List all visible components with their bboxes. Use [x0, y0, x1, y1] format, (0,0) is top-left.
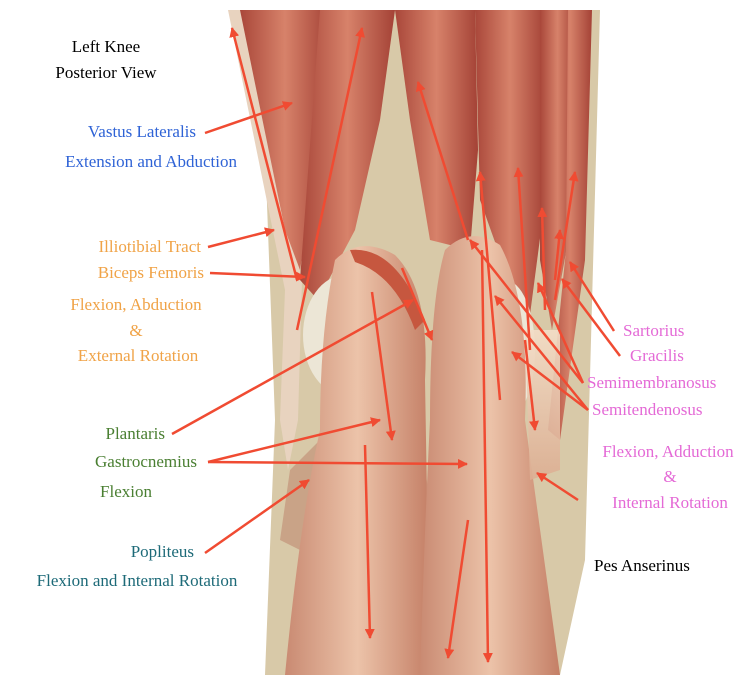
label-biceps-femoris: Biceps Femoris [98, 262, 204, 283]
label-vastus-lateralis: Vastus Lateralis [88, 121, 196, 142]
leader-iliotibial [208, 230, 274, 247]
diagram-title-line2: Posterior View [55, 62, 156, 83]
label-medial-action-1: Flexion, Adduction [602, 441, 733, 462]
label-gracilis: Gracilis [630, 345, 684, 366]
label-plantaris: Plantaris [106, 423, 166, 444]
label-popliteus: Popliteus [131, 541, 194, 562]
label-pes-anserinus: Pes Anserinus [594, 555, 690, 576]
diagram-title-line1: Left Knee [72, 36, 140, 57]
label-gastro-action: Flexion [100, 481, 152, 502]
label-popliteus-action: Flexion and Internal Rotation [37, 570, 238, 591]
label-iliotibial-tract: Illiotibial Tract [99, 236, 201, 257]
label-medial-action-2: & [663, 466, 676, 487]
label-sartorius: Sartorius [623, 320, 684, 341]
label-medial-action-3: Internal Rotation [612, 492, 728, 513]
label-semimembranosus: Semimembranosus [587, 372, 716, 393]
label-gastrocnemius: Gastrocnemius [95, 451, 197, 472]
label-semitendinosus: Semitendenosus [592, 399, 703, 420]
label-vastus-action: Extension and Abduction [65, 151, 237, 172]
label-biceps-action-1: Flexion, Abduction [70, 294, 201, 315]
label-biceps-action-2: & [129, 320, 142, 341]
label-biceps-action-3: External Rotation [78, 345, 198, 366]
